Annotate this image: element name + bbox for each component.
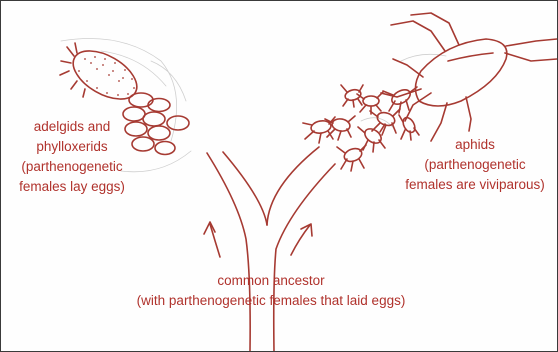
label-aphids: aphids (parthenogenetic females are vivi… (393, 135, 557, 195)
arrow-right (291, 224, 312, 255)
branch-right-outer (274, 164, 335, 351)
arrow-left (204, 222, 220, 257)
label-adelgids-line-2: phylloxerids (3, 137, 141, 157)
label-aphids-line-3: females are viviparous) (393, 175, 557, 195)
label-aphids-line-2: (parthenogenetic (393, 155, 557, 175)
branch-left-inner (223, 152, 267, 225)
branch-right-inner (267, 147, 319, 225)
label-adelgids-line-3: (parthenogenetic (3, 157, 141, 177)
label-common-ancestor: common ancestor (with parthenogenetic fe… (81, 271, 461, 311)
label-adelgids-line-4: females lay eggs) (3, 177, 141, 197)
label-ancestor-line-2: (with parthenogenetic females that laid … (81, 291, 461, 311)
label-adelgids-line-1: adelgids and (3, 117, 141, 137)
branching-tree (207, 147, 335, 351)
label-adelgids: adelgids and phylloxerids (parthenogenet… (3, 117, 141, 197)
label-ancestor-line-1: common ancestor (81, 271, 461, 291)
branch-left-outer (207, 153, 250, 351)
aphid-adult (381, 13, 557, 141)
label-aphids-line-1: aphids (393, 135, 557, 155)
